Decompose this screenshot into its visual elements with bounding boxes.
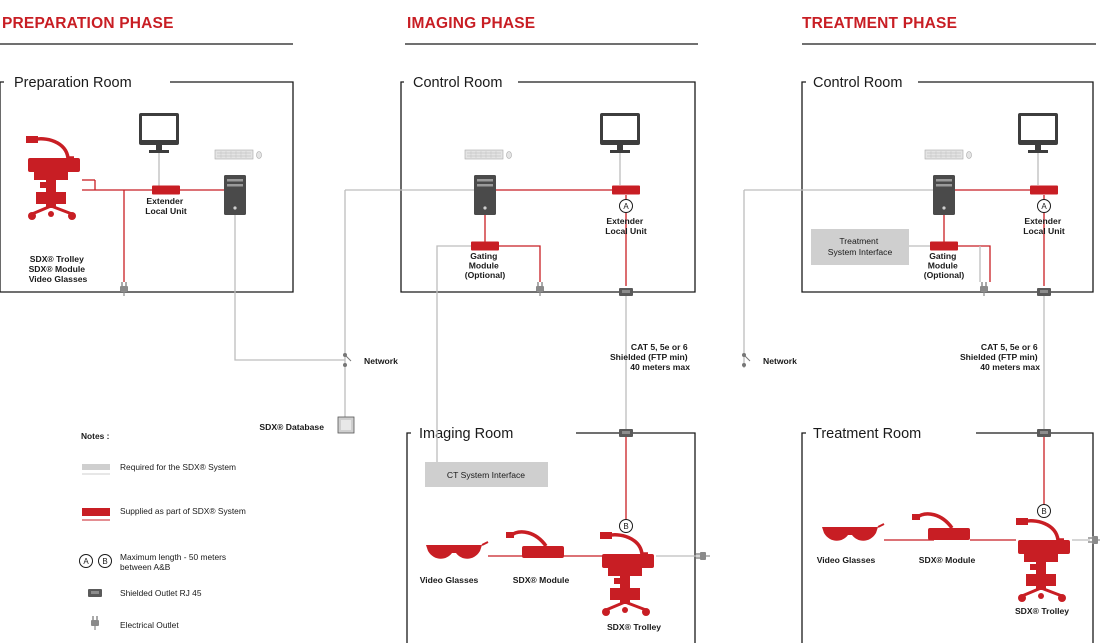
monitor-icon: [1018, 113, 1058, 153]
legend-supplied-label: Supplied as part of SDX® System: [120, 506, 246, 516]
room-title-preparation: Preparation Room: [14, 75, 132, 91]
network-label: Network: [364, 356, 398, 366]
extender-local-unit-icon: [1030, 185, 1058, 195]
room-title-control-treatment: Control Room: [813, 75, 902, 91]
ct-system-interface-label: CT System Interface: [447, 470, 525, 480]
room-title-imaging: Imaging Room: [419, 426, 513, 442]
video-glasses-icon: [425, 541, 489, 560]
marker-a-label: A: [83, 557, 89, 566]
gating-module-icon: [930, 241, 958, 251]
legend-shielded-outlet-label: Shielded Outlet RJ 45: [120, 588, 202, 598]
monitor-icon: [600, 113, 640, 153]
extender-local-unit-icon: [612, 185, 640, 195]
gating-label: Gating Module (Optional): [465, 251, 506, 280]
sdx-module-icon: [910, 512, 972, 542]
electrical-outlet-icon: [535, 281, 545, 297]
marker-b-label: B: [623, 522, 628, 531]
legend-required: Required for the SDX® System: [82, 462, 236, 475]
shielded-outlet-icon: [1037, 429, 1051, 437]
video-glasses-label: Video Glasses: [817, 555, 876, 565]
pc-tower-icon: [224, 175, 246, 215]
marker-b-label: B: [1041, 507, 1046, 516]
sdx-trolley-label: SDX® Trolley: [607, 622, 661, 632]
extender-label: Extender Local Unit: [1023, 216, 1065, 236]
extender-label: Extender Local Unit: [145, 196, 187, 216]
extender-label: Extender Local Unit: [605, 216, 647, 236]
electrical-outlet-icon: [979, 281, 989, 297]
trolley-label: SDX® Trolley SDX® Module Video Glasses: [29, 254, 88, 284]
treatment-system-interface-box: [811, 229, 909, 265]
phase-title-treatment: TREATMENT PHASE: [802, 15, 957, 32]
treatment-system-interface-label: Treatment System Interface: [828, 236, 893, 257]
sdx-trolley-icon: [1014, 516, 1072, 604]
required-cable: [234, 215, 345, 361]
legend-max-length-label: Maximum length - 50 meters between A&B: [120, 552, 228, 572]
legend-supplied: Supplied as part of SDX® System: [82, 506, 246, 521]
keyboard-icon: [464, 149, 512, 160]
supplied-cable: [499, 245, 541, 282]
network-label: Network: [763, 356, 797, 366]
ct-system-interface-box: [425, 462, 548, 487]
video-glasses-label: Video Glasses: [420, 575, 479, 585]
sdx-module-icon: [504, 530, 566, 560]
shielded-outlet-icon: [88, 589, 102, 597]
supplied-cable: [958, 245, 991, 282]
cable-spec-label: CAT 5, 5e or 6 Shielded (FTP min) 40 met…: [960, 342, 1040, 372]
keyboard-icon: [214, 149, 262, 160]
legend-required-label: Required for the SDX® System: [120, 462, 236, 472]
marker-b-label: B: [102, 557, 107, 566]
sdx-module-label: SDX® Module: [919, 555, 976, 565]
sdx-trolley-label: SDX® Trolley: [1015, 606, 1069, 616]
database-icon: [337, 416, 355, 434]
shielded-outlet-icon: [619, 288, 633, 296]
marker-a-label: A: [1041, 202, 1047, 211]
preparation-room-wall: [0, 81, 294, 293]
electrical-outlet-icon: [90, 615, 100, 631]
cable-spec-label: CAT 5, 5e or 6 Shielded (FTP min) 40 met…: [610, 342, 690, 372]
shielded-outlet-icon: [1037, 288, 1051, 296]
sdx-trolley-icon: [24, 134, 82, 222]
marker-a-label: A: [623, 202, 629, 211]
control-room-treatment-wall: [801, 81, 1094, 293]
pc-tower-icon: [474, 175, 496, 215]
monitor-icon: [139, 113, 179, 153]
sdx-trolley-icon: [598, 530, 656, 618]
imaging-room-wall: [406, 432, 696, 643]
network-switch-icon: [741, 352, 751, 368]
pc-tower-icon: [933, 175, 955, 215]
legend-max-length: A B Maximum length - 50 meters between A…: [79, 552, 228, 572]
database-label: SDX® Database: [259, 422, 324, 432]
gating-module-icon: [471, 241, 499, 251]
legend-shielded-outlet: Shielded Outlet RJ 45: [88, 588, 202, 598]
room-title-control-imaging: Control Room: [413, 75, 502, 91]
gating-label: Gating Module (Optional): [924, 251, 965, 280]
legend-electrical-outlet: Electrical Outlet: [90, 615, 179, 631]
required-cable: [436, 245, 471, 462]
video-glasses-icon: [821, 523, 885, 542]
legend-electrical-outlet-label: Electrical Outlet: [120, 620, 179, 630]
phase-title-imaging: IMAGING PHASE: [407, 15, 535, 32]
room-title-treatment: Treatment Room: [813, 426, 921, 442]
control-room-imaging-wall: [400, 81, 696, 293]
treatment-room-wall: [801, 432, 1094, 643]
keyboard-icon: [924, 149, 972, 160]
shielded-outlet-icon: [619, 429, 633, 437]
sdx-module-label: SDX® Module: [513, 575, 570, 585]
extender-local-unit-icon: [152, 185, 180, 195]
notes-title: Notes :: [81, 431, 109, 441]
phase-title-preparation: PREPARATION PHASE: [2, 15, 174, 32]
electrical-outlet-icon: [119, 281, 129, 297]
